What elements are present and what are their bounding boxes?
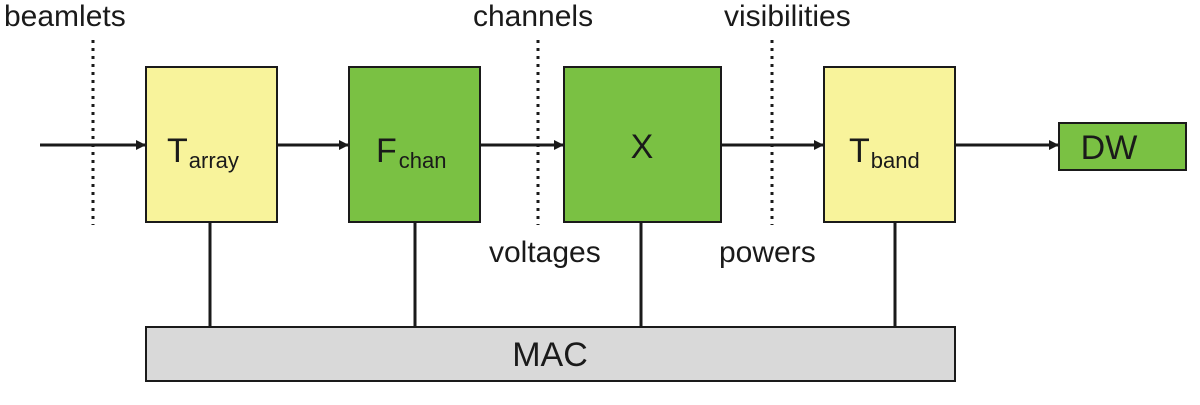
mac-label: MAC <box>512 336 588 374</box>
x-block <box>563 66 722 223</box>
f-chan-block <box>348 66 481 223</box>
mac-block <box>145 326 956 382</box>
channels-label: channels <box>473 0 593 33</box>
f-chan-label: Fchan <box>376 132 447 173</box>
t-band-block <box>823 66 956 223</box>
powers-label: powers <box>719 236 816 269</box>
voltages-label: voltages <box>489 236 601 269</box>
dw-block <box>1058 122 1187 171</box>
beamlets-label: beamlets <box>4 0 126 33</box>
t-band-label: Tband <box>849 132 920 173</box>
t-array-block <box>145 66 278 223</box>
t-array-label: Tarray <box>167 132 239 173</box>
visibilities-label: visibilities <box>724 0 851 33</box>
x-label: X <box>631 128 654 166</box>
dw-label: DW <box>1081 129 1138 167</box>
